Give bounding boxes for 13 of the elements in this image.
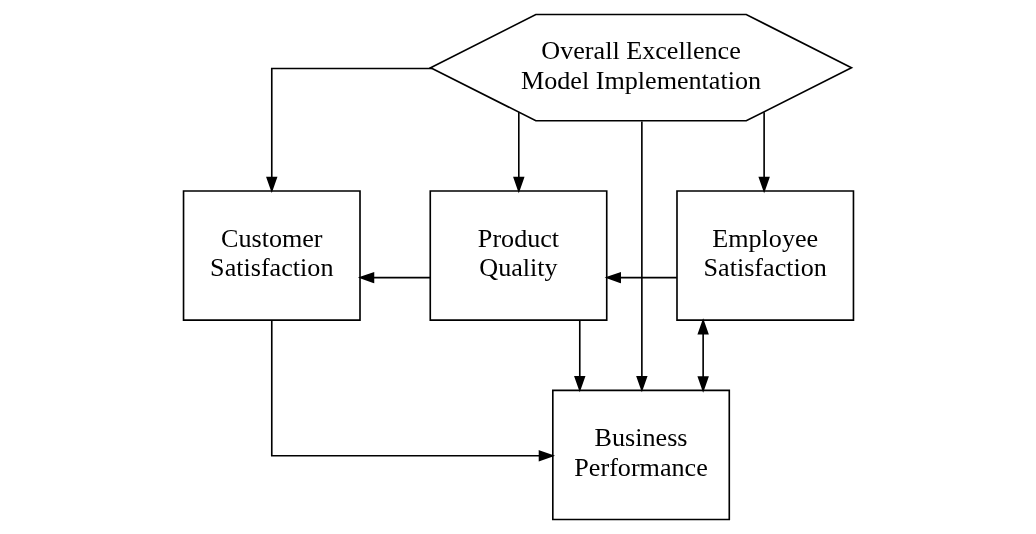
node-box: Business Performance (551, 389, 730, 521)
arrow (512, 111, 524, 194)
arrow (635, 120, 648, 393)
arrow (270, 319, 555, 462)
node-box: Product Quality (428, 190, 608, 321)
arrow (696, 318, 709, 393)
arrow (265, 67, 433, 194)
arrow (357, 271, 431, 284)
node-box: Customer Satisfaction (182, 190, 361, 321)
arrow (757, 111, 770, 194)
arrow (604, 271, 678, 284)
arrow (573, 319, 585, 393)
node-box: Employee Satisfaction (675, 190, 854, 321)
